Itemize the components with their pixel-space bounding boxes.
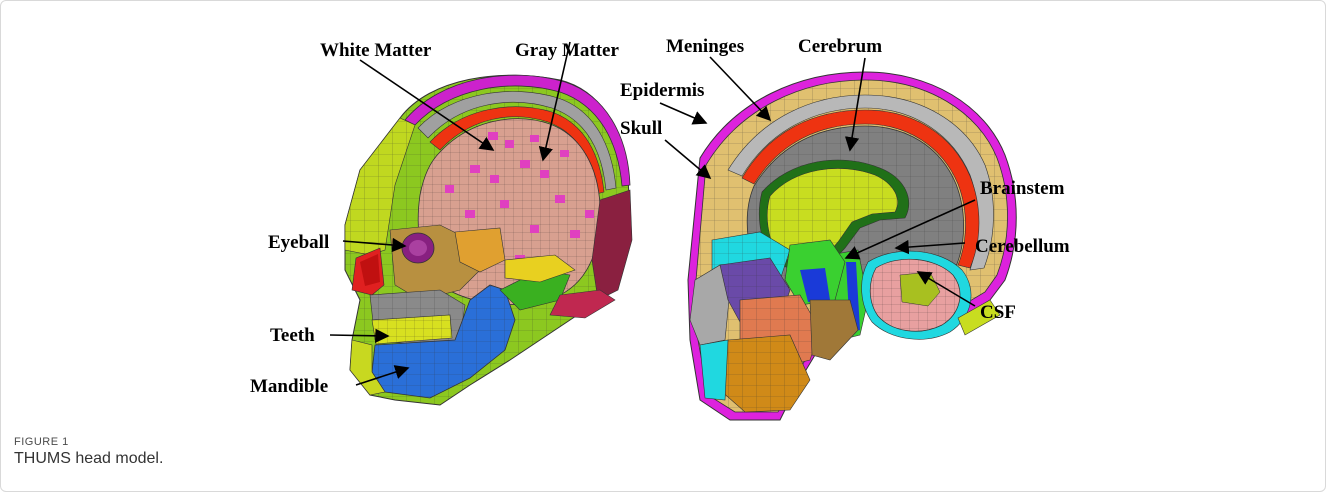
caption-label: FIGURE 1 xyxy=(14,436,163,448)
label-eyeball: Eyeball xyxy=(268,232,329,253)
left-head-model xyxy=(345,75,632,405)
label-cerebellum: Cerebellum xyxy=(975,236,1070,257)
caption-text: THUMS head model. xyxy=(14,450,163,468)
label-epidermis: Epidermis xyxy=(620,80,704,101)
label-cerebrum: Cerebrum xyxy=(798,36,882,57)
label-teeth: Teeth xyxy=(270,325,315,346)
label-white-matter: White Matter xyxy=(320,40,432,61)
label-skull: Skull xyxy=(620,118,662,139)
label-meninges: Meninges xyxy=(666,36,744,57)
label-csf: CSF xyxy=(980,302,1016,323)
figure-caption: FIGURE 1 THUMS head model. xyxy=(14,436,163,468)
label-mandible: Mandible xyxy=(250,376,328,397)
label-gray-matter: Gray Matter xyxy=(515,40,619,61)
right-head-section xyxy=(688,72,1016,420)
label-brainstem: Brainstem xyxy=(980,178,1065,199)
